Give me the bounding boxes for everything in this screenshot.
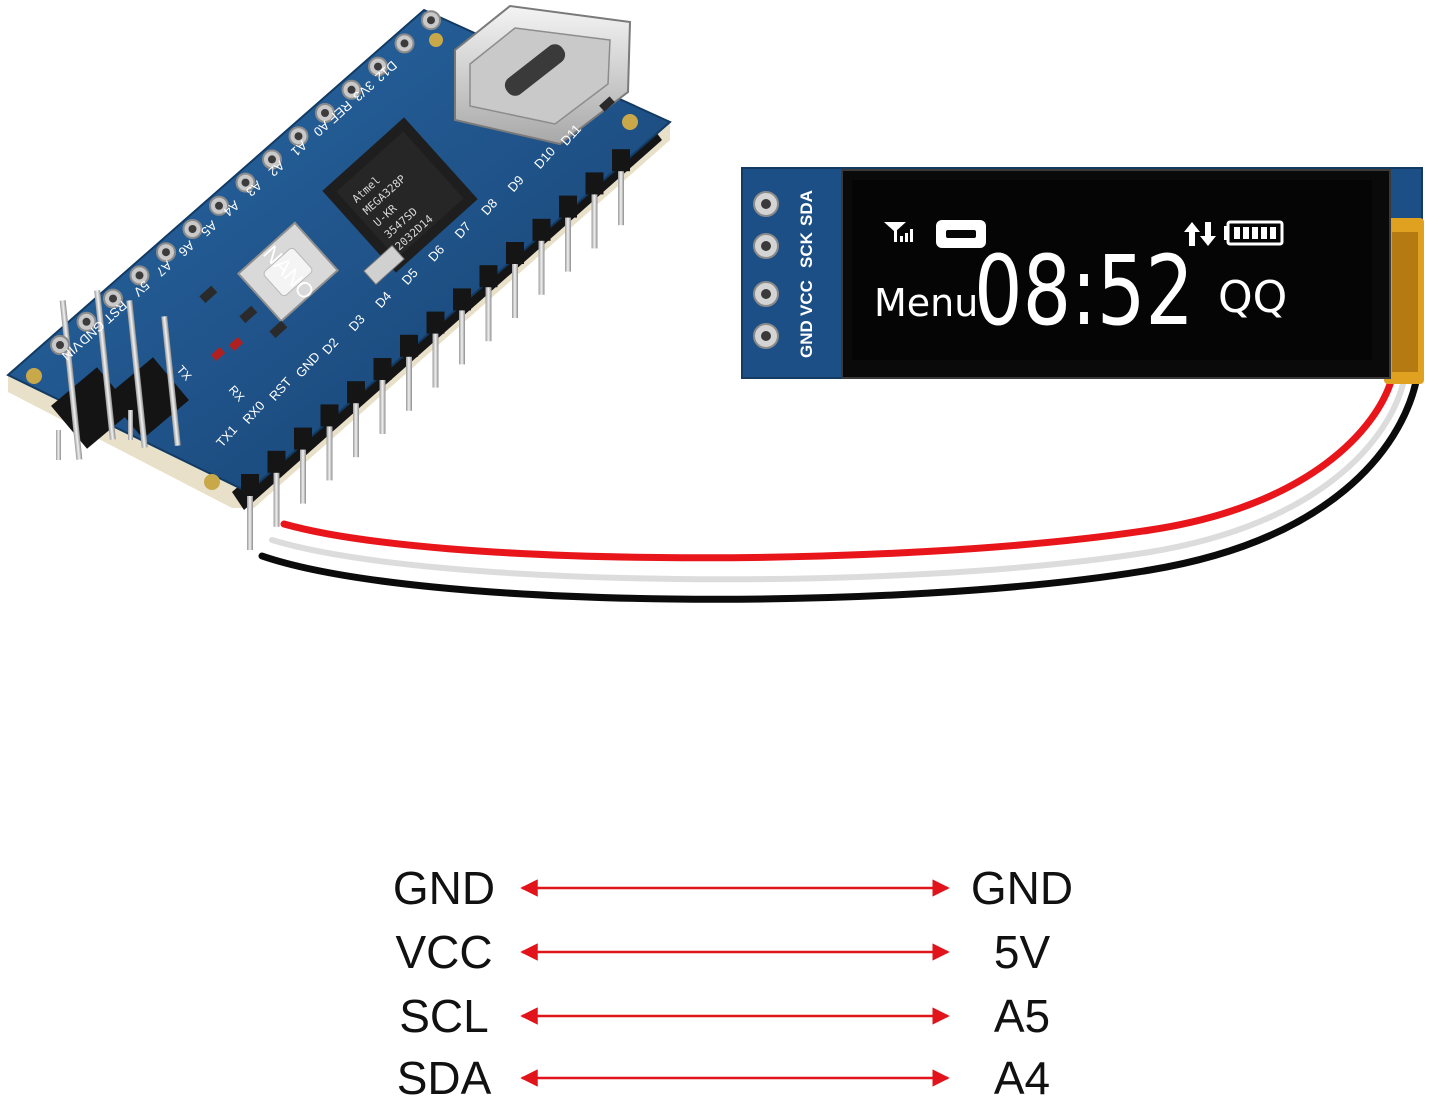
oled-module: GND VCC SCK SDA bbox=[741, 167, 1424, 384]
oled-menu-text: Menu bbox=[874, 281, 978, 325]
reset-button bbox=[236, 221, 340, 323]
oled-pin-label: VCC bbox=[797, 280, 816, 316]
nano-bottom-pins bbox=[241, 149, 630, 550]
oled-time-text: 08:52 bbox=[974, 235, 1194, 347]
oled-pin-hole-center bbox=[761, 289, 771, 299]
header-pin-base bbox=[585, 172, 604, 195]
connection-to-label: 5V bbox=[994, 926, 1051, 978]
oled-pin-hole-center bbox=[761, 241, 771, 251]
connection-row: SCL A5 bbox=[399, 990, 1050, 1042]
header-pin-base bbox=[347, 381, 365, 404]
header-pin bbox=[326, 418, 333, 481]
header-pin-base bbox=[400, 334, 418, 357]
header-pin bbox=[247, 488, 253, 550]
wires bbox=[258, 374, 1420, 603]
atmega-chip: Atmel MEGA328P U-KR 3547SD 2032D14 bbox=[322, 117, 478, 273]
header-pin bbox=[538, 232, 545, 295]
header-hole-center bbox=[56, 341, 64, 349]
signal-icon bbox=[884, 222, 913, 242]
connection-to-label: GND bbox=[971, 862, 1073, 914]
header-pin-base bbox=[453, 288, 471, 311]
usb-c-connector bbox=[454, 4, 632, 146]
connection-from-label: SCL bbox=[399, 990, 488, 1042]
mount-hole bbox=[429, 33, 443, 47]
header-pin bbox=[406, 348, 412, 411]
header-pin-base bbox=[559, 195, 577, 218]
battery-icon bbox=[1224, 220, 1284, 246]
header-pin-base bbox=[479, 265, 498, 288]
header-hole-center bbox=[321, 109, 329, 117]
header-hole-center bbox=[294, 132, 303, 141]
nano-top-holes bbox=[50, 10, 441, 355]
header-pin bbox=[485, 279, 492, 342]
header-hole-center bbox=[135, 271, 144, 280]
header-pin-base bbox=[532, 218, 551, 241]
header-hole-center bbox=[215, 201, 223, 210]
header-hole-center bbox=[162, 248, 170, 257]
header-pin-base bbox=[267, 450, 286, 473]
header-hole-center bbox=[268, 155, 276, 164]
connection-to-label: A5 bbox=[994, 990, 1050, 1042]
nano-board: Atmel MEGA328P U-KR 3547SD 2032D14 N bbox=[6, 4, 672, 550]
connection-from-label: GND bbox=[393, 862, 495, 914]
connection-row: GND GND bbox=[393, 862, 1073, 914]
header-pin bbox=[300, 441, 306, 504]
oled-pin-holes bbox=[753, 191, 779, 349]
oled-screen bbox=[852, 180, 1372, 360]
header-pin bbox=[512, 256, 518, 318]
header-hole-center bbox=[188, 225, 197, 233]
header-pin-base bbox=[506, 242, 524, 264]
header-pin bbox=[353, 395, 359, 458]
header-pin-base bbox=[373, 358, 392, 380]
header-pin bbox=[591, 186, 598, 249]
oled-flex-cable-shadow bbox=[1392, 232, 1418, 372]
mount-hole bbox=[26, 368, 42, 384]
mount-hole bbox=[204, 474, 220, 490]
nano-board-edge bbox=[8, 122, 670, 508]
header-pin-base bbox=[426, 311, 445, 334]
message-icon bbox=[936, 220, 986, 248]
header-pin bbox=[459, 302, 465, 365]
header-pin bbox=[273, 464, 280, 527]
header-pin-base bbox=[294, 427, 312, 450]
header-pin bbox=[618, 163, 624, 226]
header-hole-center bbox=[347, 85, 356, 94]
oled-pin-hole-center bbox=[761, 331, 771, 341]
connection-from-label: VCC bbox=[395, 926, 492, 978]
smd-components bbox=[199, 96, 615, 361]
header-hole-center bbox=[427, 16, 435, 25]
wire-black bbox=[258, 378, 1420, 603]
header-pin-base bbox=[241, 474, 259, 496]
oled-qq-text: QQ bbox=[1218, 272, 1287, 323]
header-hole-center bbox=[400, 39, 409, 48]
connection-row: SDA A4 bbox=[397, 1052, 1050, 1100]
header-pin bbox=[565, 209, 571, 272]
header-hole-center bbox=[241, 178, 250, 187]
header-pin bbox=[432, 325, 439, 388]
header-pin-base bbox=[612, 149, 630, 172]
oled-pin-label: SCK bbox=[797, 231, 816, 268]
oled-pin-label: SDA bbox=[797, 190, 816, 226]
connection-from-label: SDA bbox=[397, 1052, 492, 1100]
transfer-arrows-icon bbox=[1184, 222, 1216, 246]
wire-white bbox=[269, 377, 1407, 583]
connection-to-label: A4 bbox=[994, 1052, 1050, 1100]
connection-row: VCC 5V bbox=[395, 926, 1050, 978]
header-hole-center bbox=[109, 294, 117, 303]
header-hole-center bbox=[374, 62, 382, 71]
header-pin bbox=[379, 372, 386, 434]
oled-pin-hole-center bbox=[761, 199, 771, 209]
wire-red bbox=[280, 374, 1396, 562]
header-pin-base bbox=[320, 404, 339, 427]
crystal bbox=[363, 244, 405, 286]
mount-hole bbox=[622, 114, 638, 130]
oled-pin-labels: GND VCC SCK SDA bbox=[797, 190, 816, 358]
oled-pin-label: GND bbox=[797, 320, 816, 358]
header-hole-center bbox=[82, 317, 91, 326]
